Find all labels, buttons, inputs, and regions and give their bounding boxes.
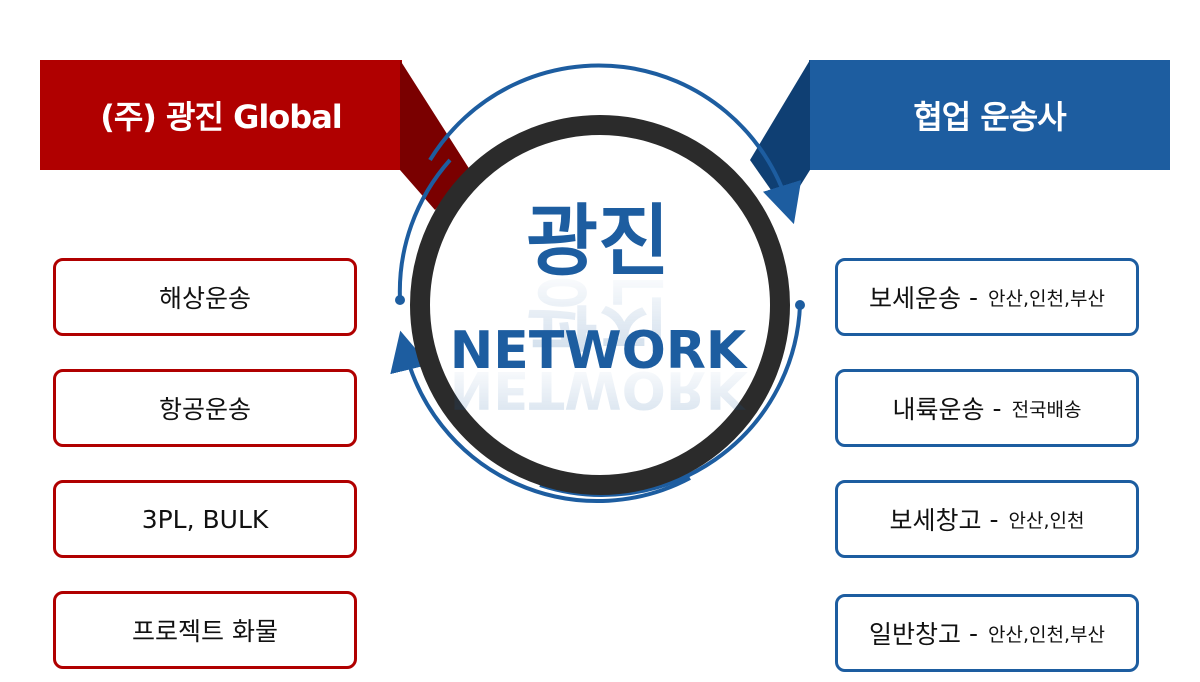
right-header-title: 협업 운송사	[913, 98, 1066, 136]
center-subtitle-reflection: NETWORK	[450, 359, 748, 419]
right-banner-fold	[750, 60, 810, 210]
right-item-main: 보세창고	[889, 506, 982, 535]
left-header-title: (주) 광진 Global	[100, 98, 343, 136]
left-item-sea-freight: 해상운송	[53, 258, 357, 336]
right-item-separator: -	[969, 618, 979, 648]
left-item-label: 프로젝트 화물	[132, 617, 278, 646]
right-item-inland-transport: 내륙운송 - 전국배송	[835, 369, 1139, 447]
arc-right-dot	[795, 300, 805, 310]
right-item-bonded-warehouse: 보세창고 - 안산,인천	[835, 480, 1139, 558]
arc-left-top	[397, 158, 452, 301]
left-item-3pl-bulk: 3PL, BULK	[53, 480, 357, 558]
center-title-reflection: 광진	[526, 267, 670, 357]
center-ring	[410, 115, 790, 495]
right-item-separator: -	[989, 504, 999, 534]
right-item-sub: 안산,인천,부산	[988, 287, 1105, 310]
left-item-label: 항공운송	[158, 395, 251, 424]
right-item-main: 내륙운송	[892, 395, 985, 424]
arc-left-dot	[395, 295, 405, 305]
right-item-bonded-transport: 보세운송 - 안산,인천,부산	[835, 258, 1139, 336]
left-banner-fold	[400, 60, 470, 210]
arc-arrow-top	[428, 63, 802, 225]
left-item-label: 3PL, BULK	[141, 504, 269, 534]
right-item-general-warehouse: 일반창고 - 안산,인천,부산	[835, 594, 1139, 672]
left-header-banner: (주) 광진 Global	[40, 60, 402, 170]
right-item-separator: -	[969, 282, 979, 312]
center-subtitle: NETWORK	[450, 321, 748, 381]
right-item-main: 일반창고	[868, 620, 961, 649]
left-item-project-cargo: 프로젝트 화물	[53, 591, 357, 669]
arc-arrow-bottom	[390, 330, 691, 503]
center-title: 광진	[526, 197, 670, 287]
right-item-sub: 안산,인천,부산	[988, 623, 1105, 646]
right-item-separator: -	[992, 393, 1002, 423]
right-item-main: 보세운송	[868, 284, 961, 313]
right-item-sub: 안산,인천	[1008, 509, 1085, 532]
left-item-label: 해상운송	[158, 284, 251, 313]
right-item-sub: 전국배송	[1011, 398, 1082, 421]
left-item-air-freight: 항공운송	[53, 369, 357, 447]
right-header-banner: 협업 운송사	[809, 60, 1170, 170]
